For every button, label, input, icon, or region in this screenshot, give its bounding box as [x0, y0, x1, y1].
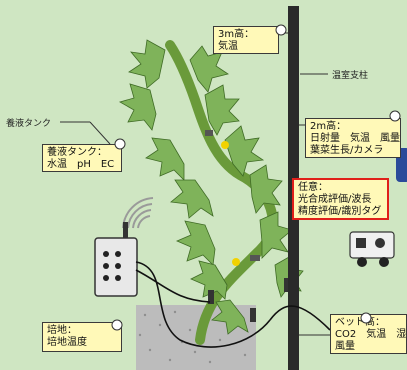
nutrient-tank-label: 養液タンク — [6, 119, 52, 129]
callout-nutrient-tank: 養液タンク： 水温 pH EC — [42, 144, 122, 172]
callout-optional-line-1: 任意： — [298, 182, 328, 193]
callout-optional-line-3: 精度評価/識別タグ — [298, 206, 382, 217]
callout-bed-line-3: 風量 — [335, 341, 355, 352]
callout-tank-line-2: 水温 pH EC — [47, 159, 115, 170]
sensor-cables — [135, 261, 331, 348]
data-logger-device — [94, 222, 138, 297]
measurement-device — [349, 231, 395, 267]
callout-substrate-line-1: 培地： — [47, 325, 77, 336]
callout-3m-height: 3m高： 気温 — [213, 26, 279, 54]
callout-2m-height: 2m高： 日射量 気温 風量 葉菜生長/カメラ — [305, 118, 401, 158]
callout-2m-line-3: 葉菜生長/カメラ — [310, 145, 384, 156]
callout-3m-line-2: 気温 — [218, 41, 238, 52]
callout-bed-line-2: CO2 気温 湿 — [335, 329, 407, 340]
callout-optional: 任意： 光合成評価/波長 精度評価/識別タグ — [292, 178, 389, 220]
callout-substrate-line-2: 培地温度 — [47, 337, 87, 348]
callout-2m-line-1: 2m高： — [310, 121, 347, 132]
plant-stem — [165, 40, 278, 345]
callout-tank-line-1: 養液タンク： — [47, 147, 107, 158]
callout-bed-height: ベッド高： CO2 気温 湿 風量 — [330, 314, 407, 354]
callout-substrate: 培地： 培地温度 — [42, 322, 122, 352]
callout-bed-line-1: ベッド高： — [335, 317, 385, 328]
callout-2m-line-2: 日射量 気温 風量 — [310, 133, 400, 144]
pillar-label: 温室支柱 — [332, 71, 369, 81]
callout-3m-line-1: 3m高： — [218, 29, 255, 40]
plant-leaves — [118, 39, 304, 335]
callout-optional-line-2: 光合成評価/波長 — [298, 194, 372, 205]
